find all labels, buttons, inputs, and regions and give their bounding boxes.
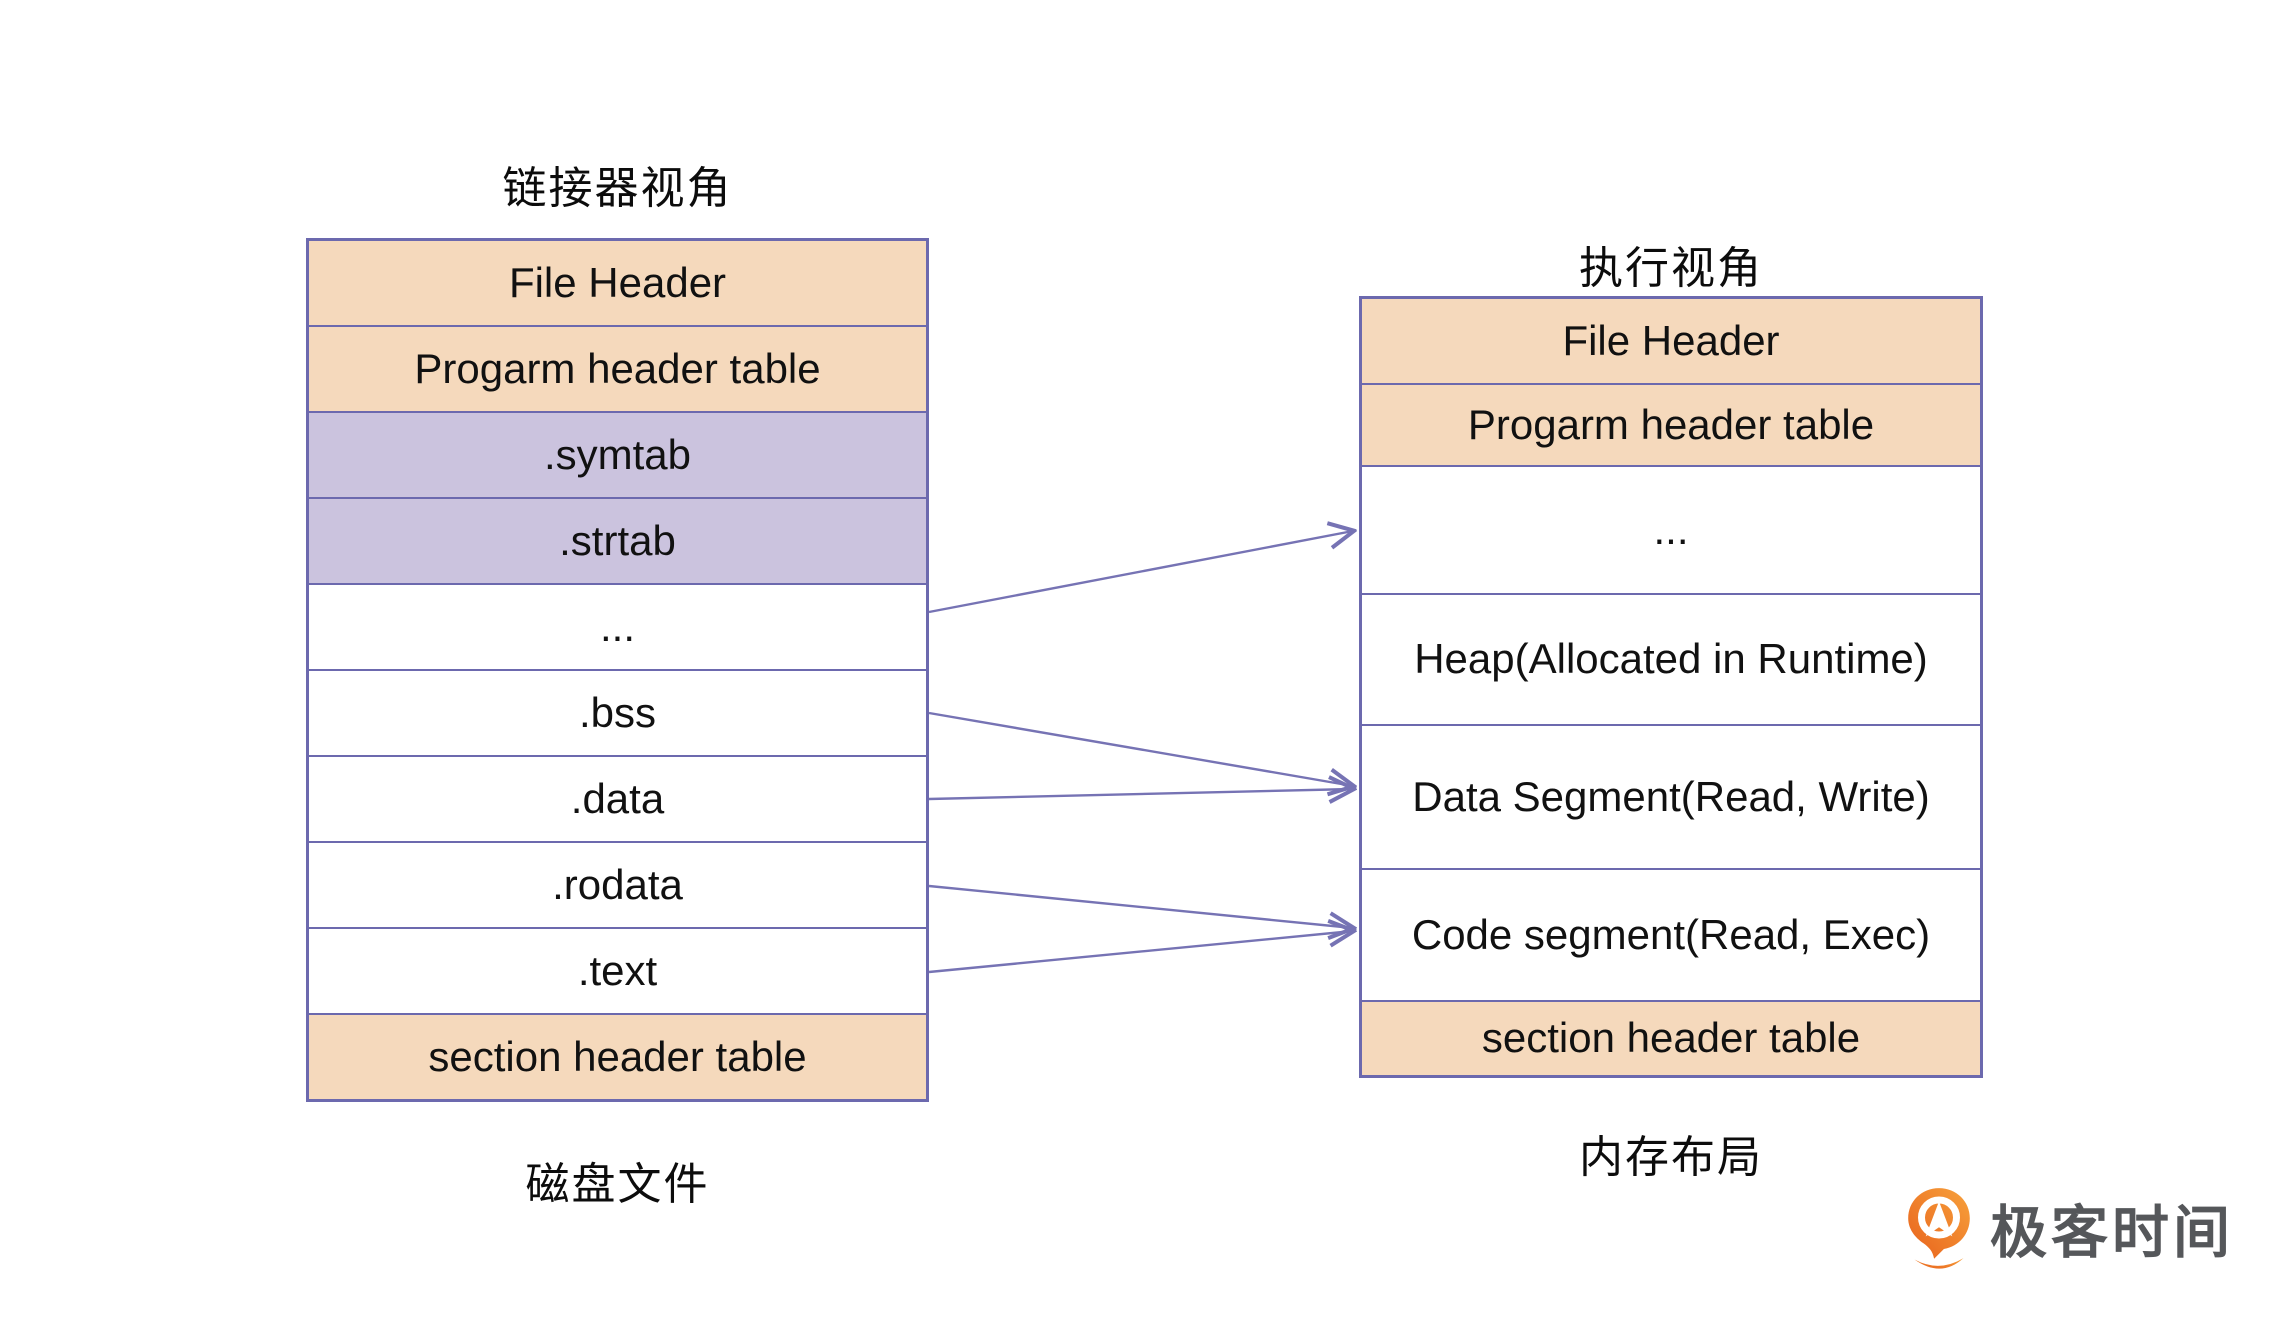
disk-file-caption: 磁盘文件 [525,1160,710,1209]
row-label: Code segment(Read, Exec) [1411,910,1931,958]
arrow-.rodata-to-Code segment(Read, Exec) [928,884,1353,928]
row-data: .data [309,757,926,843]
execution-view-title: 执行视角 [1579,244,1763,293]
row-file-header: File Header [309,241,926,327]
memory-layout-table: File Header Progarm header table ... Hea… [1359,296,1983,1078]
arrow-ellipsis-section-to-ellipsis-memory [928,531,1353,614]
row-label: File Header [508,259,727,306]
row-label: .symtab [543,431,692,478]
linker-view-title: 链接器视角 [502,164,733,213]
memory-layout-caption: 内存布局 [1579,1133,1763,1182]
disk-file-table: File Header Progarm header table .symtab… [306,238,929,1102]
arrow-.data-to-Data Segment(Read, Write) [928,789,1353,799]
row-label: section header table [428,1033,807,1080]
row-text: .text [309,929,926,1015]
row-label: Data Segment(Read, Write) [1412,772,1930,820]
row-label: ... [1653,505,1689,553]
geektime-icon [1908,1188,1970,1269]
row-rodata: .rodata [309,843,926,929]
row-label: ... [599,603,635,650]
mem-row-code-segment: Code segment(Read, Exec) [1362,869,1980,1002]
geektime-logo-text: 极客时间 [1990,1201,2234,1265]
row-program-header-table: Progarm header table [309,327,926,413]
arrow-.text-to-Code segment(Read, Exec) [928,931,1353,974]
row-label: File Header [1562,317,1780,365]
row-label: .bss [578,689,657,736]
row-symtab: .symtab [309,413,926,499]
arrow-.bss-to-Data Segment(Read, Write) [928,711,1353,786]
geektime-logo: 极客时间 [1904,1186,2234,1270]
row-label: section header table [1481,1014,1861,1062]
row-label: .rodata [552,861,683,908]
row-label: .data [570,775,665,822]
row-label: Heap(Allocated in Runtime) [1414,635,1928,683]
mem-row-file-header: File Header [1362,299,1980,386]
row-strtab: .strtab [309,499,926,585]
mem-row-program-header-table: Progarm header table [1362,385,1980,468]
row-label: Progarm header table [1467,401,1875,449]
row-bss: .bss [309,671,926,757]
row-section-header-table: section header table [309,1015,926,1099]
row-label: .strtab [559,517,676,564]
row-label: .text [577,947,658,994]
mem-row-section-header-table: section header table [1362,1001,1980,1076]
mem-row-heap: Heap(Allocated in Runtime) [1362,594,1980,726]
row-label: Progarm header table [414,345,821,392]
row-ellipsis: ... [309,585,926,671]
mem-row-ellipsis: ... [1362,467,1980,595]
mem-row-data-segment: Data Segment(Read, Write) [1362,725,1980,870]
